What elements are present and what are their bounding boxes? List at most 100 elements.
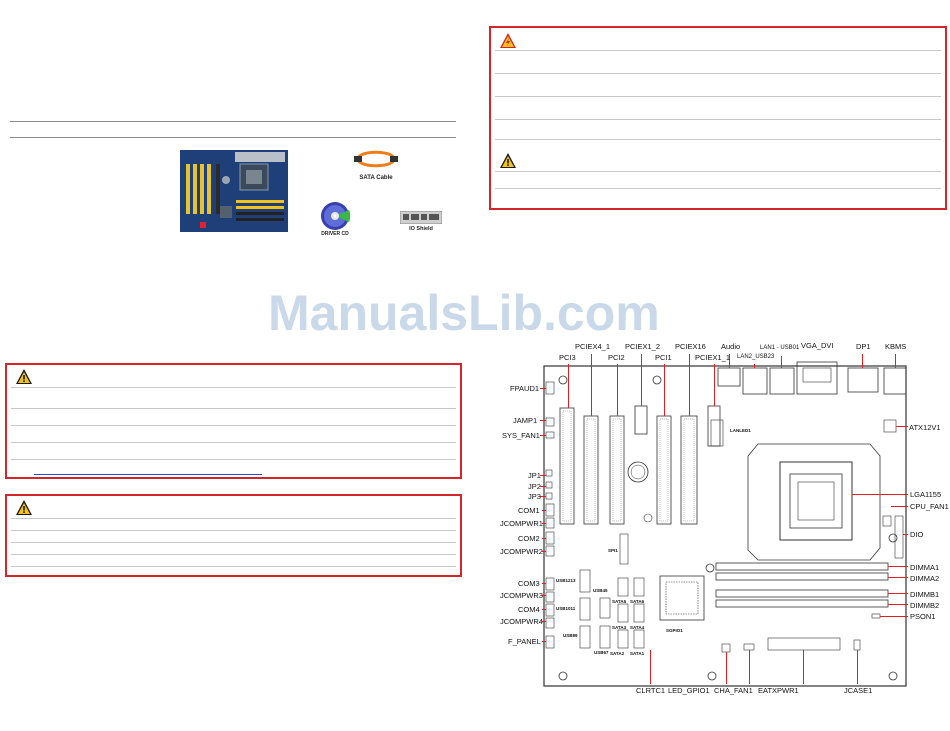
text-rule [11, 542, 456, 543]
motherboard-photo [180, 150, 288, 232]
section-rule-top [10, 121, 456, 122]
hyperlink-underline[interactable] [34, 474, 262, 475]
electric-shock-warning-box [489, 26, 947, 210]
text-rule [11, 518, 456, 519]
text-rule [11, 554, 456, 555]
leader-clrtc1 [650, 650, 651, 684]
label-led-gpio1: LED_GPIO1 [668, 686, 710, 695]
driver-cd-image [320, 201, 351, 231]
text-rule [11, 408, 456, 409]
label-pciex1-2: PCIEX1_2 [625, 342, 661, 351]
label-dimma2: DIMMA2 [910, 574, 940, 583]
label-pciex1-1: PCIEX1_1 [695, 353, 731, 362]
text-rule [11, 566, 456, 567]
label-pson1: PSON1 [910, 612, 936, 621]
leader-jcompwr4 [542, 621, 546, 622]
label-com1: COM1 [518, 506, 540, 515]
label-dimma1: DIMMA1 [910, 563, 940, 572]
leader-pci3 [568, 364, 569, 408]
leader-dp1 [862, 354, 863, 368]
label-clrtc1: CLRTC1 [636, 686, 666, 695]
label-pciex16: PCIEX16 [675, 342, 706, 351]
label-pci2: PCI2 [608, 353, 625, 362]
leader-jcompwr3 [542, 595, 546, 596]
leader-dio [903, 534, 908, 535]
label-sata6: SATA6 [630, 599, 645, 604]
leader-sys-fan1 [540, 435, 546, 436]
label-sata1: SATA1 [630, 651, 645, 656]
sata-cable-image [352, 148, 400, 170]
label-sata3: SATA3 [612, 625, 627, 630]
watermark: ManualsLib.com [268, 285, 660, 341]
text-rule [11, 425, 456, 426]
leader-jp3 [540, 496, 546, 497]
leader-jcompwr2 [542, 551, 546, 552]
leader-pson1 [880, 616, 908, 617]
leader-com3 [542, 583, 546, 584]
text-rule [495, 96, 941, 97]
leader-eatxpwr1 [803, 650, 804, 684]
label-sys-fan1: SYS_FAN1 [502, 431, 540, 440]
io-shield-label: IO Shield [409, 226, 433, 232]
label-sata4: SATA4 [630, 625, 645, 630]
section-rule-bottom [10, 137, 456, 138]
label-vga-dvi: VGA_DVI [801, 341, 834, 350]
label-jcompwr3: JCOMPWR3 [500, 591, 543, 600]
leader-pci1 [664, 364, 665, 416]
leader-jp1 [540, 475, 546, 476]
label-dimmb2: DIMMB2 [910, 601, 940, 610]
label-sata5: SATA5 [612, 599, 627, 604]
leader-cpu-fan1 [891, 506, 908, 507]
label-com3: COM3 [518, 579, 540, 588]
leader-pci2 [617, 364, 618, 416]
label-audio: Audio [721, 342, 741, 351]
text-rule [495, 73, 941, 74]
caution-box-1 [5, 363, 462, 479]
driver-cd-label: DRIVER CD [321, 231, 349, 237]
leader-jcase1 [857, 650, 858, 684]
label-jamp1: JAMP1 [513, 416, 538, 425]
label-dp1: DP1 [856, 342, 871, 351]
leader-f-panel [542, 641, 546, 642]
motherboard-layout-diagram: PCI3 PCIEX4_1 PCI2 PCIEX1_2 PCI1 PCIEX16… [500, 338, 949, 698]
label-jp1: JP1 [528, 471, 541, 480]
leader-com4 [542, 609, 546, 610]
leader-audio [729, 354, 730, 368]
leader-led-gpio1 [726, 652, 727, 684]
leader-atx12v1 [896, 426, 908, 427]
leader-cha-fan1 [749, 650, 750, 684]
leader-com1 [542, 510, 546, 511]
text-rule [495, 139, 941, 140]
caution-box-2 [5, 494, 462, 577]
leader-lan1 [781, 356, 782, 368]
label-fpaud1: FPAUD1 [510, 384, 540, 393]
text-rule [11, 442, 456, 443]
leader-pciex1-2 [641, 354, 642, 406]
label-usb1213: USB1213 [556, 578, 576, 583]
label-lan2-usb23: LAN2_USB23 [737, 354, 775, 360]
label-pciex4-1: PCIEX4_1 [575, 342, 611, 351]
caution-icon [16, 369, 32, 384]
label-usb89: USB89 [563, 633, 578, 638]
label-jcompwr2: JCOMPWR2 [500, 547, 543, 556]
label-com2: COM2 [518, 534, 540, 543]
leader-fpaud1 [540, 388, 546, 389]
label-lan1-usb01: LAN1 - USB01 [760, 345, 800, 351]
label-jcompwr1: JCOMPWR1 [500, 519, 543, 528]
leader-dimma1 [888, 566, 908, 567]
label-jcase1: JCASE1 [844, 686, 873, 695]
leader-com2 [542, 538, 546, 539]
leader-pciex4-1 [591, 354, 592, 416]
leader-lga1155 [852, 494, 908, 495]
leader-dimma2 [888, 577, 908, 578]
sata-cable-label: SATA Cable [359, 175, 393, 181]
text-rule [11, 387, 456, 388]
io-shield-image [399, 210, 443, 225]
text-rule [11, 530, 456, 531]
leader-dimmb2 [888, 604, 908, 605]
label-spi1: SPI1 [608, 548, 618, 553]
label-usb1011: USB1011 [556, 606, 576, 611]
leader-pciex1-1 [714, 364, 715, 406]
board-drawing [543, 361, 907, 687]
label-usb67: USB67 [594, 650, 609, 655]
